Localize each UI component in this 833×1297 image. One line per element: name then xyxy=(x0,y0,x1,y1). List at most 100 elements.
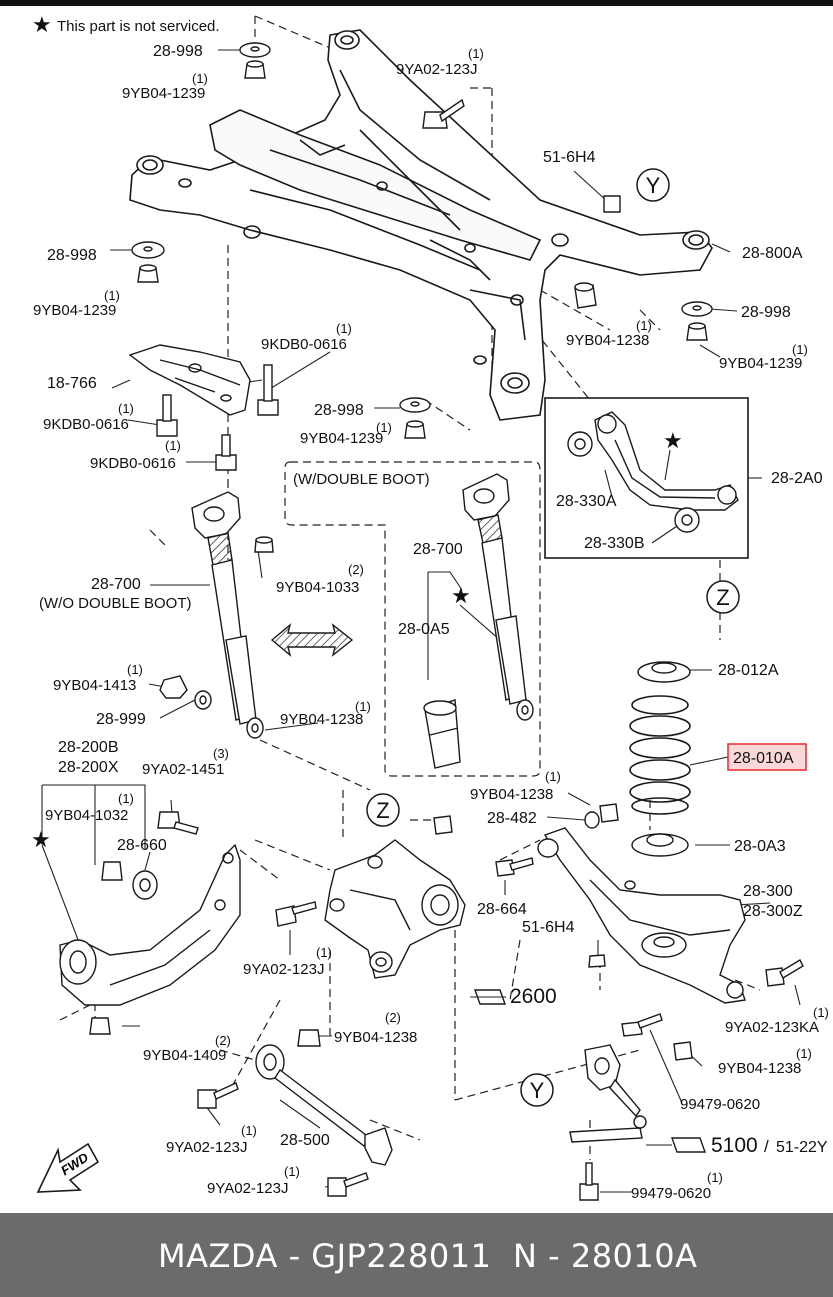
callout-label: 28-2A0 xyxy=(771,470,823,487)
ref-letter: Z xyxy=(716,585,729,610)
callout-label: 51-6H4 xyxy=(543,149,596,166)
not-serviced-note: This part is not serviced. xyxy=(57,18,220,35)
double-boot-group-box xyxy=(284,461,541,777)
callout-label: (1) xyxy=(636,318,652,333)
callout-label: 28-700 xyxy=(413,541,463,558)
callout-label: 9YB04-1409 xyxy=(143,1047,226,1064)
group-ref-icon xyxy=(671,1137,706,1153)
callout-label: (1) xyxy=(545,769,561,784)
footer-bar: MAZDA - GJP228011 N - 28010A xyxy=(0,1213,833,1297)
callout-label: 28-998 xyxy=(314,402,364,419)
callout-label: 28-998 xyxy=(47,247,97,264)
not-serviced-star-marks: ★ ★ ★ ★ xyxy=(31,12,683,852)
callout-label: 9YB04-1239 xyxy=(33,302,116,319)
callout-label: 9YB04-1032 xyxy=(45,807,128,824)
reference-circles xyxy=(366,168,740,1107)
callout-label: (1) xyxy=(284,1164,300,1179)
callout-label: (W/DOUBLE BOOT) xyxy=(293,471,430,488)
ref-circle-z-right xyxy=(706,580,740,614)
spring-seat-lower xyxy=(631,833,689,857)
callout-label: 28-999 xyxy=(96,711,146,728)
callout-label: 9YB04-1413 xyxy=(53,677,136,694)
callout-label: 28-200X xyxy=(58,759,119,776)
star-icon: ★ xyxy=(663,428,683,453)
callout-label: 28-200B xyxy=(58,739,119,756)
lateral-link-28-500 xyxy=(255,1044,393,1166)
bracket-18-766 xyxy=(128,344,251,416)
shock-absorber-left xyxy=(191,491,264,739)
star-icon: ★ xyxy=(32,12,52,37)
knuckle xyxy=(324,839,466,979)
callout-label: (1) xyxy=(355,699,371,714)
callout-label: (2) xyxy=(385,1010,401,1025)
callout-label: 51-22Y xyxy=(776,1139,828,1156)
callout-label: 9YA02-123J xyxy=(243,961,324,978)
callout-label: (1) xyxy=(316,945,332,960)
callout-label: (2) xyxy=(348,562,364,577)
callout-label: (1) xyxy=(192,71,208,86)
ref-circle-z-center xyxy=(366,793,400,827)
callout-label: 28-300Z xyxy=(743,903,803,920)
rear-crossmember xyxy=(129,29,713,421)
exploded-parts-diagram: FWD ★ ★ ★ ★ Y Z Z Y 28-998 xyxy=(0,0,833,1202)
callout-label: 9YB04-1238 xyxy=(280,711,363,728)
upper-arm-28-2A0 xyxy=(567,411,739,533)
callout-label: 28-800A xyxy=(742,245,803,262)
callout-label: (1) xyxy=(104,288,120,303)
callout-label: 28-0A3 xyxy=(734,838,786,855)
callout-label: 28-664 xyxy=(477,901,527,918)
callout-label: (1) xyxy=(118,401,134,416)
hardware-parts xyxy=(89,42,804,1201)
callout-label: (1) xyxy=(796,1046,812,1061)
callout-label: 9YB04-1239 xyxy=(122,85,205,102)
callout-label: 99479-0620 xyxy=(631,1185,711,1202)
callout-label: 28-660 xyxy=(117,837,167,854)
callout-label: (1) xyxy=(813,1005,829,1020)
callout-label: 28-500 xyxy=(280,1132,330,1149)
callout-label: / xyxy=(764,1137,769,1156)
forward-direction-icon: FWD xyxy=(36,1142,100,1193)
diagram-canvas: FWD ★ ★ ★ ★ Y Z Z Y 28-998 xyxy=(31,12,829,1202)
callout-label: 9YB04-1238 xyxy=(718,1060,801,1077)
callout-label: 9YB04-1033 xyxy=(276,579,359,596)
top-border xyxy=(0,0,833,6)
callout-label: 28-482 xyxy=(487,810,537,827)
group-ref-icon xyxy=(474,989,506,1005)
group-ref-icons xyxy=(474,989,706,1153)
callout-label: 99479-0620 xyxy=(680,1096,760,1113)
callout-label: (2) xyxy=(215,1033,231,1048)
spring-seat-upper xyxy=(637,661,691,683)
ref-letter: Y xyxy=(530,1078,545,1103)
callout-label: (1) xyxy=(127,662,143,677)
upper-arm-group-box xyxy=(544,397,749,559)
highlighted-part-label: 28-010A xyxy=(733,750,794,767)
callout-label: 9YB04-1239 xyxy=(300,430,383,447)
coil-spring-28-010A xyxy=(629,695,691,815)
callout-label: 18-766 xyxy=(47,375,97,392)
interchange-arrow-icon xyxy=(270,623,354,657)
ref-circle-y-top xyxy=(636,168,670,202)
callout-label: 9KDB0-0616 xyxy=(90,455,176,472)
callout-label: 9KDB0-0616 xyxy=(261,336,347,353)
callout-label: 28-300 xyxy=(743,883,793,900)
callout-label: 28-330B xyxy=(584,535,645,552)
callout-label: 9KDB0-0616 xyxy=(43,416,129,433)
callout-label: (1) xyxy=(336,321,352,336)
callout-label: 28-700 xyxy=(91,576,141,593)
callout-label: (1) xyxy=(792,342,808,357)
callout-label: 28-012A xyxy=(718,662,779,679)
callout-label: 9YA02-123J xyxy=(207,1180,288,1197)
reference-circle-letters: Y Z Z Y xyxy=(376,173,729,1103)
callout-label: 2600 xyxy=(510,985,557,1008)
ref-circle-y-bottom xyxy=(520,1073,554,1107)
callout-label: (1) xyxy=(118,791,134,806)
star-icon: ★ xyxy=(31,827,51,852)
leader-lines xyxy=(41,49,801,1193)
trailing-arm-28-200 xyxy=(59,843,241,1006)
footer-part-number: N - 28010A xyxy=(513,1237,698,1275)
callout-label: (3) xyxy=(213,746,229,761)
callout-label: 9YA02-1451 xyxy=(142,761,224,778)
highlight-box xyxy=(727,743,807,771)
callout-label: 28-998 xyxy=(153,43,203,60)
callout-label: 9YB04-1238 xyxy=(566,332,649,349)
